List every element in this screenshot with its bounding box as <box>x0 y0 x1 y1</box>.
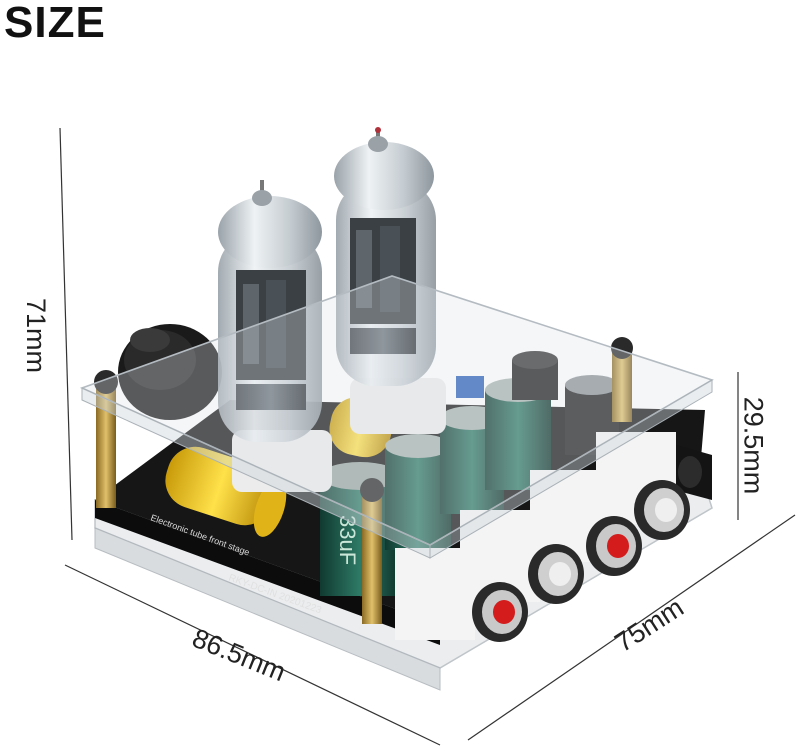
volume-knob <box>118 324 222 420</box>
standoff-rear-right <box>611 337 633 422</box>
dimension-line-height <box>59 127 73 541</box>
dimension-acrylic-height-label: 29.5mm <box>738 396 769 495</box>
blue-trimmer <box>456 376 484 398</box>
black-capacitor-rear <box>512 351 558 400</box>
dimension-height-label: 71mm <box>21 297 52 374</box>
vacuum-tube-left <box>218 180 332 492</box>
rca-jack-white-1 <box>528 544 584 604</box>
vacuum-tube-right <box>334 127 446 434</box>
size-title: SIZE <box>4 0 106 47</box>
dimension-line-width <box>64 564 441 746</box>
svg-text:33uF: 33uF <box>335 515 360 565</box>
rca-jack-red-2 <box>586 516 642 576</box>
rca-jack-red-1 <box>472 582 528 642</box>
standoff-front-center <box>360 478 384 624</box>
dimension-line-depth <box>467 514 796 741</box>
standoff-front-left <box>94 370 118 508</box>
rca-jack-white-2 <box>634 480 690 540</box>
